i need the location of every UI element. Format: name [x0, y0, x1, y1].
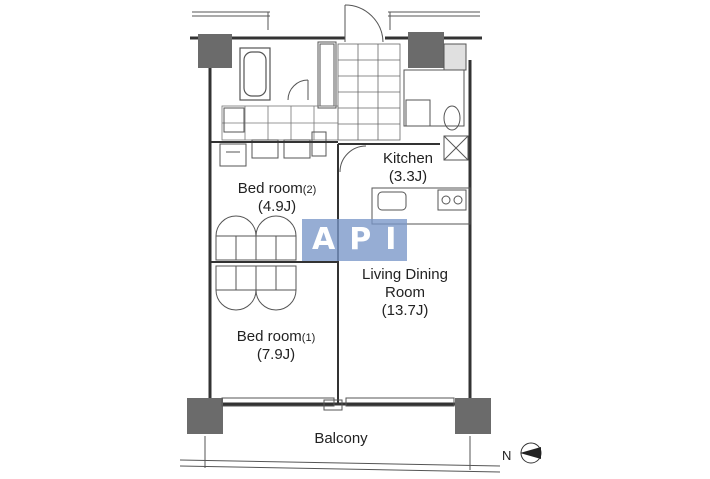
bedroom-1-size: (7.9J)	[256, 346, 296, 363]
compass-north-label: N	[502, 448, 512, 463]
toilet-room	[403, 43, 467, 131]
bedroom-2-label: Bed room(2) (4.9J)	[222, 180, 332, 216]
kitchen-duct	[443, 135, 469, 161]
column-bottom-left	[187, 398, 223, 434]
compass-icon	[520, 442, 542, 464]
balcony-railing	[179, 436, 501, 473]
vanity	[317, 41, 337, 109]
kitchen-size: (3.3J)	[388, 168, 428, 185]
interior-walls	[210, 141, 440, 404]
column-top-right	[408, 32, 444, 68]
ldk-label: Living Dining Room (13.7J)	[346, 266, 464, 320]
balcony-windows	[221, 397, 455, 411]
entry-door	[344, 4, 384, 43]
shoe-closet	[219, 107, 327, 167]
bathtub	[239, 47, 271, 101]
closet-bedroom-2	[215, 215, 297, 261]
ldk-name-line-2: Room	[384, 284, 425, 301]
top-railing	[192, 11, 480, 30]
ldk-size: (13.7J)	[381, 302, 429, 319]
bedroom-1-name: Bed room	[236, 328, 302, 345]
column-bottom-right	[455, 398, 491, 434]
bedroom-2-size: (4.9J)	[257, 198, 297, 215]
bath-door	[287, 79, 309, 101]
bedroom-1-number: (1)	[301, 332, 316, 344]
bedroom-2-name: Bed room	[237, 180, 303, 197]
kitchen-name: Kitchen	[382, 150, 434, 167]
watermark: API	[302, 219, 407, 261]
kitchen-label: Kitchen (3.3J)	[368, 150, 448, 186]
closet-bedroom-1	[215, 265, 297, 311]
entry-tiles	[337, 43, 401, 141]
ldk-name-line-1: Living Dining	[362, 266, 448, 283]
bedroom-1-label: Bed room(1) (7.9J)	[226, 328, 326, 364]
kitchen-door	[339, 145, 367, 173]
column-top-left	[198, 34, 232, 68]
bedroom-2-number: (2)	[302, 184, 317, 196]
kitchen-counter	[371, 187, 471, 225]
balcony-label: Balcony	[314, 430, 368, 447]
corridor-tiles	[221, 105, 339, 141]
